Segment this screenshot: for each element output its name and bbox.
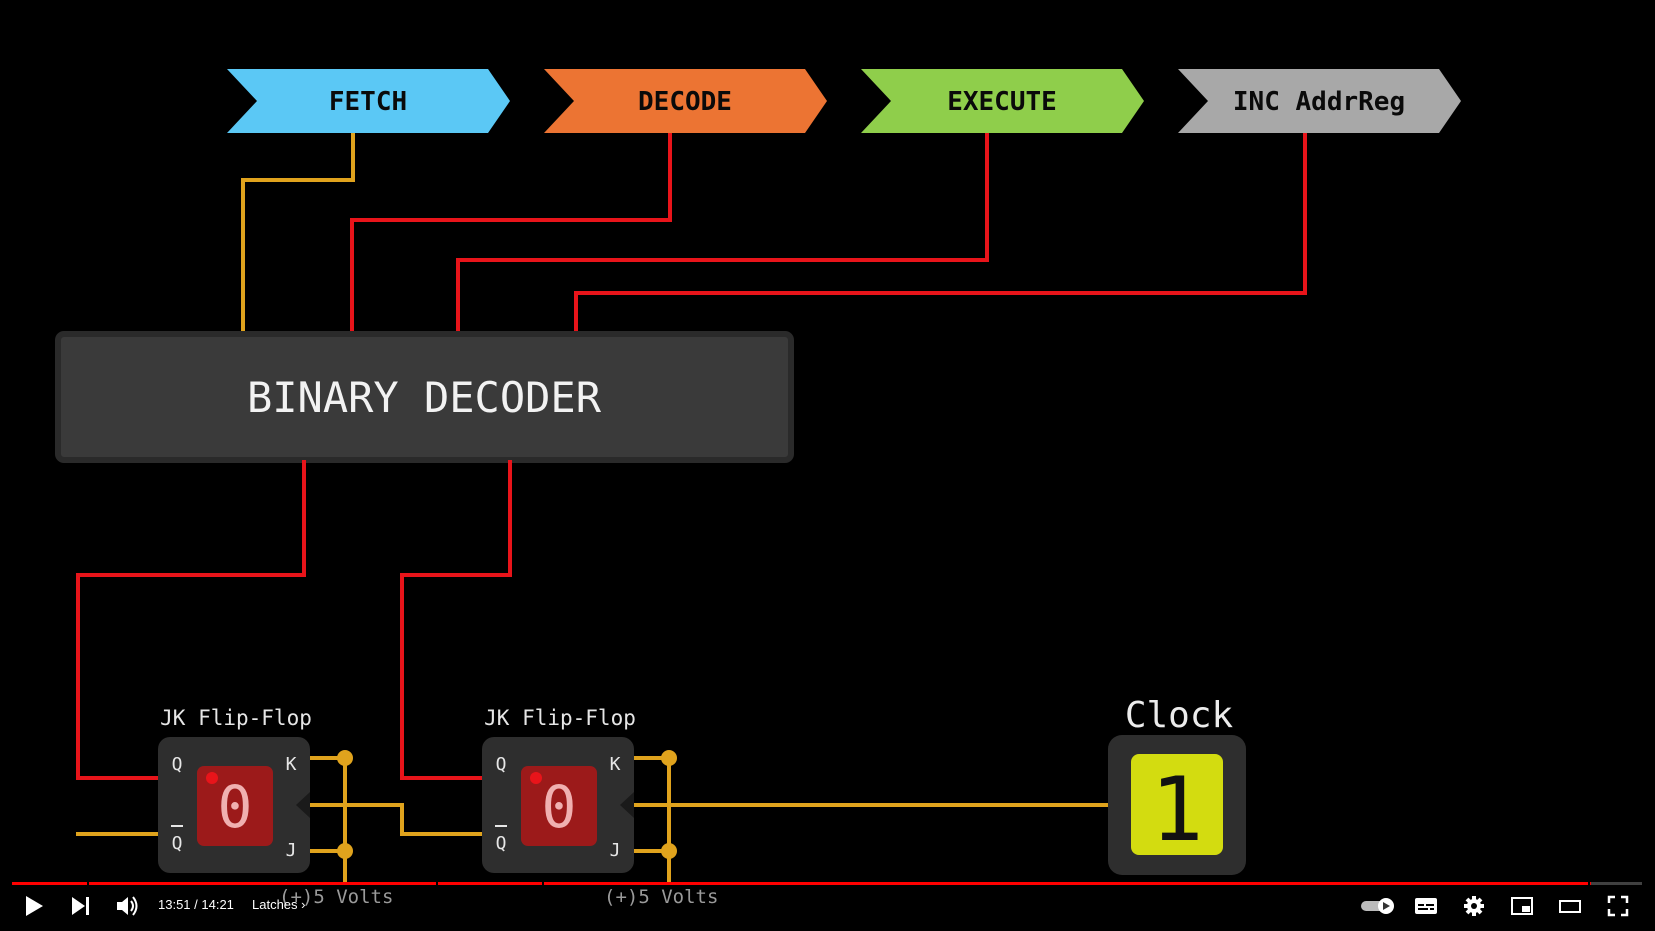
flip-flop-value: 0 xyxy=(542,773,577,841)
chapter-marker xyxy=(542,882,544,885)
fullscreen-icon xyxy=(1607,895,1629,917)
stage-fetch: FETCH xyxy=(227,69,510,133)
subtitles-icon xyxy=(1415,898,1437,914)
wire-decoder-ff2 xyxy=(400,460,536,780)
clock-input-triangle xyxy=(620,792,634,818)
jk-flip-flop-1: JK Flip-Flop 0 Q Q K J xyxy=(158,706,312,873)
binary-decoder-label: BINARY DECODER xyxy=(247,373,602,422)
progress-bar[interactable] xyxy=(12,882,1642,885)
stage-execute-label: EXECUTE xyxy=(947,87,1057,117)
progress-fill xyxy=(12,882,1591,885)
volume-button[interactable] xyxy=(112,890,144,922)
junction-dot xyxy=(661,750,677,766)
stage-execute: EXECUTE xyxy=(861,69,1144,133)
time-display: 13:51 / 14:21 xyxy=(158,897,234,912)
junction-dot xyxy=(337,843,353,859)
chapter-link[interactable]: Latches › xyxy=(252,897,306,912)
pin-q-label: Q xyxy=(496,754,507,775)
chapter-marker xyxy=(436,882,438,885)
chapter-marker xyxy=(87,882,89,885)
pin-k-label: K xyxy=(610,754,621,775)
stage-decode: DECODE xyxy=(544,69,827,133)
flip-flop-title: JK Flip-Flop xyxy=(160,706,312,730)
clock-input-triangle xyxy=(296,792,310,818)
clock-title: Clock xyxy=(1125,695,1234,736)
chapter-marker xyxy=(1588,882,1590,885)
pin-qbar-label: Q xyxy=(496,833,507,854)
settings-button[interactable] xyxy=(1458,890,1490,922)
stage-fetch-label: FETCH xyxy=(329,87,407,117)
theater-mode-button[interactable] xyxy=(1554,890,1586,922)
stage-inc-addrreg: INC AddrReg xyxy=(1178,69,1461,133)
wire-execute xyxy=(456,128,989,334)
flip-flop-value: 0 xyxy=(218,773,253,841)
player-controls: (+)5 Volts (+)5 Volts 13:51 / 14:21 Latc… xyxy=(0,882,1655,931)
volume-icon xyxy=(117,896,138,916)
wire-decode xyxy=(350,128,672,334)
flip-flop-title: JK Flip-Flop xyxy=(484,706,636,730)
junction-dot xyxy=(337,750,353,766)
fullscreen-button[interactable] xyxy=(1602,890,1634,922)
play-button[interactable] xyxy=(18,890,50,922)
chapter-title: Latches xyxy=(252,897,298,912)
pin-k-label: K xyxy=(286,754,297,775)
clock-toggle[interactable] xyxy=(1131,754,1223,855)
next-icon xyxy=(72,897,89,915)
pin-j-label: J xyxy=(610,840,621,861)
miniplayer-button[interactable] xyxy=(1506,890,1538,922)
flip-flop-toggle[interactable] xyxy=(521,766,597,846)
clock-value: 1 xyxy=(1151,758,1204,861)
power-label: (+)5 Volts xyxy=(279,886,394,908)
connection-dot xyxy=(206,772,218,784)
subtitles-button[interactable] xyxy=(1410,890,1442,922)
clock: Clock 1 xyxy=(1108,695,1246,875)
circuit-diagram: FETCH DECODE EXECUTE INC AddrReg BINARY … xyxy=(55,69,1461,882)
pin-j-label: J xyxy=(286,840,297,861)
pin-q-label: Q xyxy=(172,754,183,775)
stage-inc-addrreg-label: INC AddrReg xyxy=(1233,87,1405,117)
binary-decoder: BINARY DECODER xyxy=(55,331,794,463)
wire-inc-addrreg xyxy=(574,128,1307,334)
miniplayer-icon xyxy=(1511,897,1533,915)
settings-gear-icon xyxy=(1464,896,1484,916)
junction-dot xyxy=(661,843,677,859)
autoplay-toggle-icon xyxy=(1361,898,1394,914)
stage-decode-label: DECODE xyxy=(638,87,732,117)
chevron-right-icon: › xyxy=(301,897,306,912)
pin-qbar-label: Q xyxy=(172,833,183,854)
autoplay-toggle[interactable] xyxy=(1358,890,1398,922)
wire-decoder-ff1 xyxy=(76,460,306,780)
next-button[interactable] xyxy=(65,890,97,922)
connection-dot xyxy=(530,772,542,784)
jk-flip-flop-2: JK Flip-Flop 0 Q Q K J xyxy=(482,706,636,873)
power-label: (+)5 Volts xyxy=(604,886,719,908)
flip-flop-toggle[interactable] xyxy=(197,766,273,846)
wire-fetch xyxy=(241,128,355,334)
play-icon xyxy=(26,896,43,916)
theater-mode-icon xyxy=(1559,900,1581,913)
